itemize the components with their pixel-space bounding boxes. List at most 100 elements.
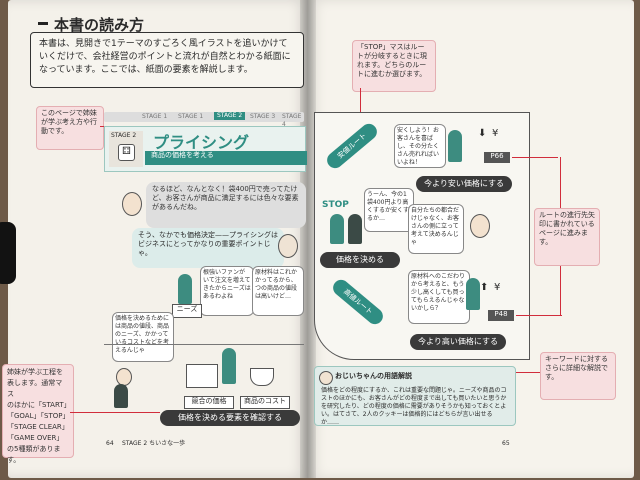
section-heading: 本書の読み方	[38, 14, 198, 36]
page-ref-66-label: P66	[490, 152, 504, 160]
sister-figure-stop-1	[330, 214, 344, 244]
elements-box-label: 価格を決める要素を確認する	[178, 413, 282, 422]
cheap-bubble-text: 安くしよう！お客さんを喜ばし、その分たくさん売れればいいよね！	[397, 127, 440, 166]
callout-process-line: の5種類があります。	[7, 445, 61, 464]
page-title: 本書の読み方	[54, 16, 145, 34]
expensive-bubble-2: 原材料へのこだわりから考えると、もう少し高くしても買ってもらえるんじゃないかしら…	[408, 270, 470, 324]
callout-route: ルートの進行先矢印に書かれているページに進みます。	[534, 208, 600, 266]
sister-figure-stop-2	[348, 214, 362, 244]
yen-icon-2: ¥	[494, 282, 501, 293]
callout-sisters-text: このページで姉妹が学ぶ考え方や行動です。	[41, 109, 97, 135]
glossary-text: 価格をどの程度にするか、これは重要な問題じゃ。ニーズや商品のコストのほかにも、お…	[321, 387, 507, 426]
high-price-label: 今より高い価格にする	[418, 337, 498, 346]
expensive-bubble-1-text: 自分たちの都合だけじゃなく、お客さんの側に立って考えて決めるんじゃ	[411, 207, 460, 246]
glossary-title: おじいちゃんの用語解説	[335, 372, 412, 380]
store-stand-icon	[186, 364, 218, 388]
callout-process-line: 「STAGE CLEAR」	[7, 423, 69, 431]
callout-keyword-connector	[514, 372, 540, 373]
stage-bar-item: STAGE 1	[142, 113, 168, 120]
competitor-price-label: 競合の価格	[191, 397, 227, 405]
speech-girl-text: なるほど、なんとなく！袋400円で売ってたけど、お客さんが商品に満足するには色々…	[152, 185, 299, 211]
girl-figure	[178, 274, 192, 304]
book-gutter	[300, 0, 316, 478]
stage-bar-item: STAGE 4	[282, 113, 302, 128]
intro-text: 本書は、見開きで1テーマのすごろく風イラストを追いかけていくだけで、会社経営のポ…	[39, 39, 291, 75]
grandpa-avatar	[278, 234, 298, 258]
page-clip	[0, 222, 16, 284]
stage-subtitle-bar: 商品の価格を考える	[145, 151, 307, 165]
customer-bubble: 根強いファンがいて注文を増えてきたからニーズはあるわよね	[200, 266, 254, 316]
speech-girl: なるほど、なんとなく！袋400円で売ってたけど、お客さんが商品に満足するには色々…	[146, 182, 306, 228]
expensive-bubble-1: 自分たちの都合だけじゃなく、お客さんの側に立って考えて決めるんじゃ	[408, 204, 464, 254]
grandpa-avatar-right	[470, 214, 490, 238]
stage-subtitle: 商品の価格を考える	[151, 151, 214, 159]
stage-badge-label: STAGE 2	[111, 132, 137, 139]
dice-icon: ⚃	[118, 144, 135, 161]
yen-icon: ¥	[492, 128, 499, 139]
sister-figure	[222, 348, 236, 384]
left-page-footer: STAGE 2 ちいさな一歩	[122, 440, 186, 447]
callout-process-line: 表します。通常マス	[7, 379, 63, 398]
stage-header: STAGE 2 ⚃ プライシング 商品の価格を考える	[104, 126, 307, 172]
girl-figure-expensive	[466, 278, 480, 310]
stage-bar-item: STAGE 1	[178, 113, 204, 120]
callout-stop: 「STOP」マスはルートが分岐するときに現れます。どちらのルートに進むか選びます…	[352, 40, 436, 92]
callout-sisters: このページで姉妹が学ぶ考え方や行動です。	[36, 106, 104, 150]
left-page-number: 64	[106, 440, 114, 447]
cheap-price-box: 今より安い価格にする	[416, 176, 512, 192]
stage-title: プライシング	[153, 133, 250, 152]
callout-route-text: ルートの進行先矢印に書かれているページに進みます。	[539, 211, 595, 246]
down-arrow-icon: ⬇	[478, 128, 487, 139]
stage-progress-bar: STAGE 1 STAGE 1 STAGE 2 STAGE 3 STAGE 4	[104, 112, 304, 128]
decide-price-label: 価格を決める	[336, 255, 384, 264]
callout-stop-text: 「STOP」マスはルートが分岐するときに現れます。どちらのルートに進むか選びます…	[357, 43, 427, 78]
stop-bubble-text: うーん、今の1袋400円より高くするか安くするか…	[367, 191, 410, 222]
stop-bubble: うーん、今の1袋400円より高くするか安くするか…	[364, 188, 414, 232]
cost-bubble-text: 原材料はこれかかってるから、つの商品の値段は高いけど…	[255, 269, 298, 300]
product-cost-label: 商品のコスト	[244, 397, 286, 405]
stop-label: STOP	[322, 200, 349, 210]
up-arrow-icon: ⬆	[480, 282, 489, 293]
girl-figure-cheap	[448, 130, 462, 162]
stage-badge: STAGE 2 ⚃	[109, 131, 143, 167]
page-ref-66: P66	[484, 152, 510, 163]
callout-process-line: 「GOAL」「STOP」	[7, 412, 70, 420]
route-connector-top	[512, 157, 558, 158]
girl-avatar	[122, 192, 142, 216]
competitor-price-tag: 競合の価格	[184, 396, 234, 409]
callout-keyword: キーワードに対するさらに詳細な解説です。	[540, 352, 616, 400]
right-page-number: 65	[502, 440, 510, 447]
needs-tag: ニーズ	[172, 304, 202, 318]
cheap-price-label: 今より安い価格にする	[424, 179, 504, 188]
grandpa-standing-body	[114, 384, 128, 408]
callout-keyword-text: キーワードに対するさらに詳細な解説です。	[545, 355, 608, 381]
route-connector-bottom	[516, 315, 562, 316]
elements-box: 価格を決める要素を確認する	[160, 410, 300, 426]
callout-process-line: のほかに「START」	[7, 401, 71, 409]
cost-bubble: 原材料はこれかかってるから、つの商品の値段は高いけど…	[252, 266, 304, 316]
glossary-box: おじいちゃんの用語解説 価格をどの程度にするか、これは重要な問題じゃ。ニーズや商…	[314, 366, 516, 426]
board-divider	[104, 344, 304, 345]
left-note: 価格を決めるためには商品の値段、商品のニーズ、かかっているコストなどを考えるんじ…	[112, 312, 174, 362]
needs-tag-label: ニーズ	[176, 305, 198, 313]
callout-process-connector	[70, 412, 160, 413]
callout-process-line: 姉妹が学ぶ工程を	[7, 368, 63, 376]
callout-process: 姉妹が学ぶ工程を 表します。通常マス のほかに「START」 「GOAL」「ST…	[2, 364, 74, 464]
left-note-text: 価格を決めるためには商品の値段、商品のニーズ、かかっているコストなどを考えるんじ…	[115, 315, 170, 354]
customer-bubble-text: 根強いファンがいて注文を増えてきたからニーズはあるわよね	[203, 269, 251, 300]
speech-grandpa: そう、なかでも価格決定——プライシングはビジネスにとってかなりの重要ポイントじゃ…	[132, 228, 284, 268]
stage-bar-item: STAGE 3	[250, 113, 276, 120]
callout-process-line: 「GAME OVER」	[7, 434, 64, 442]
expensive-bubble-2-text: 原材料へのこだわりから考えると、もう少し高くしても買ってもらえるんじゃないかしら…	[411, 273, 466, 312]
cheap-bubble: 安くしよう！お客さんを喜ばし、その分たくさん売れればいいよね！	[394, 124, 446, 168]
speech-grandpa-text: そう、なかでも価格決定——プライシングはビジネスにとってかなりの重要ポイントじゃ…	[138, 231, 278, 257]
product-cost-tag: 商品のコスト	[240, 396, 290, 409]
high-price-box: 今より高い価格にする	[410, 334, 506, 350]
cooking-pot-icon	[250, 368, 274, 386]
intro-box: 本書は、見開きで1テーマのすごろく風イラストを追いかけていくだけで、会社経営のポ…	[30, 32, 304, 88]
page-ref-48: P48	[488, 310, 514, 321]
page-ref-48-label: P48	[494, 310, 508, 318]
stage-bar-item-current: STAGE 2	[214, 112, 246, 120]
grandpa-glossary-icon	[319, 371, 333, 385]
decide-price-box: 価格を決める	[320, 252, 400, 268]
